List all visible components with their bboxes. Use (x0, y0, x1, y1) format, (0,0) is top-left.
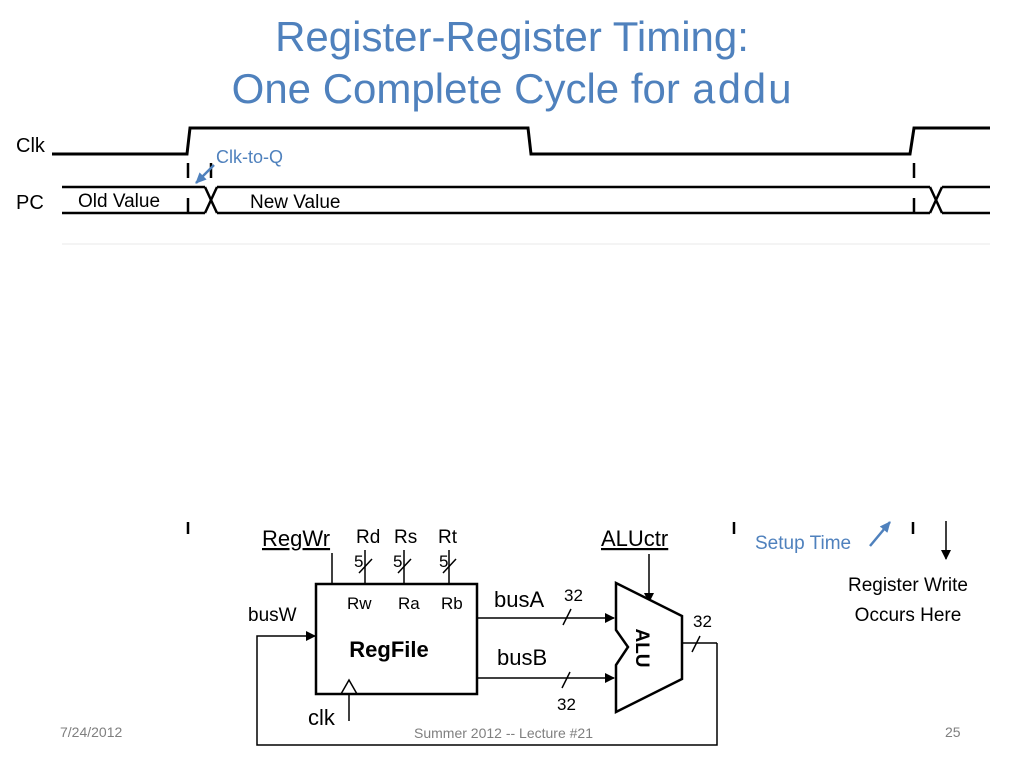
busa-width: 32 (564, 586, 583, 605)
footer-date: 7/24/2012 (60, 724, 123, 740)
clk-input-label: clk (308, 705, 336, 730)
lower-timing-ticks (186, 522, 915, 534)
rd-width: 5 (354, 552, 363, 571)
footer-course: Summer 2012 -- Lecture #21 (414, 725, 593, 741)
alu-shape (614, 580, 684, 715)
slide-title-line2: One Complete Cycle for addu (0, 64, 1024, 117)
alu-output-width: 32 (693, 612, 712, 631)
setup-time-arrow (869, 521, 891, 547)
alu-output-width-slash (691, 635, 701, 653)
old-value-label: Old Value (78, 191, 160, 212)
busb-label: busB (497, 645, 547, 670)
new-value-label: New Value (250, 192, 340, 213)
register-write-line1: Register Write (848, 575, 968, 596)
busa-label: busA (494, 587, 544, 612)
clk-waveform (52, 126, 990, 156)
rb-port-label: Rb (441, 594, 463, 613)
register-address-lines (358, 550, 457, 584)
busa-width-slash (562, 608, 572, 626)
alu-label: ALU (631, 628, 652, 667)
clock-input-triangle (340, 678, 358, 695)
rs-width: 5 (393, 552, 402, 571)
rt-width: 5 (439, 552, 448, 571)
footer-page-number: 25 (945, 724, 961, 740)
clk-to-q-label: Clk-to-Q (216, 147, 283, 167)
slide-title-line1: Register-Register Timing: (275, 13, 749, 60)
ra-port-label: Ra (398, 594, 420, 613)
clk-label: Clk (16, 135, 46, 157)
regfile-box (314, 582, 479, 696)
pc-label: PC (16, 192, 44, 214)
clk-to-q-arrow (195, 164, 215, 184)
register-write-line2: Occurs Here (855, 605, 962, 626)
rt-label: Rt (438, 527, 458, 548)
rd-label: Rd (356, 527, 380, 548)
regfile-label: RegFile (349, 637, 428, 662)
setup-time-label: Setup Time (755, 533, 851, 554)
aluctr-label: ALUctr (601, 526, 668, 551)
rw-port-label: Rw (347, 594, 372, 613)
busb-width-slash (561, 671, 571, 689)
busw-label: busW (248, 605, 297, 626)
title-prefix: One Complete Cycle for (231, 65, 692, 112)
timing-ticks (186, 163, 916, 212)
regwr-label: RegWr (262, 526, 330, 551)
pc-waveform (62, 185, 990, 215)
busw-feedback-line (256, 631, 718, 746)
busb-width: 32 (557, 695, 576, 714)
rs-label: Rs (394, 527, 417, 548)
title-code: addu (691, 68, 793, 116)
